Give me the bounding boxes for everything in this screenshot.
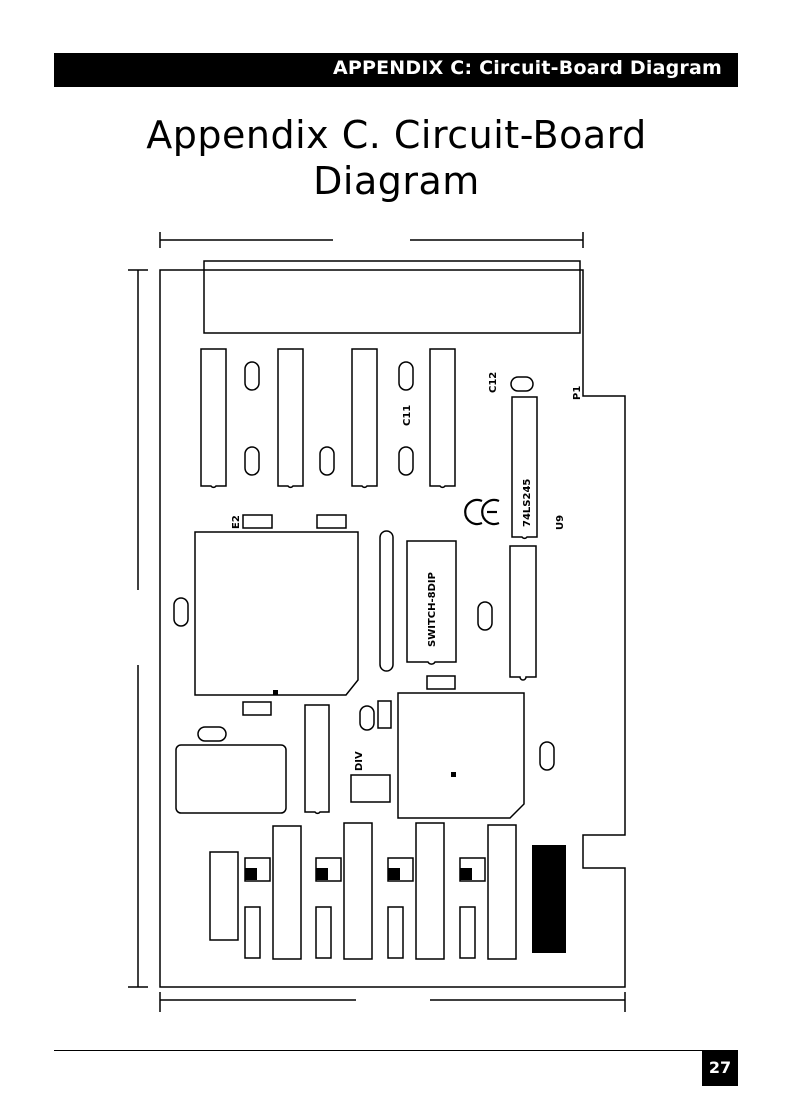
capacitor xyxy=(245,447,259,475)
switch-toggle xyxy=(245,868,257,880)
capacitor xyxy=(360,706,374,730)
plcc-chip-large xyxy=(195,532,358,695)
capacitor xyxy=(245,362,259,390)
port-group-3 xyxy=(388,823,444,959)
resistor-pad xyxy=(378,701,391,728)
capacitor-c11 xyxy=(399,362,413,390)
chip-div-adjacent xyxy=(305,705,329,813)
port-block-left xyxy=(210,852,238,940)
switch-toggle xyxy=(460,868,472,880)
port-group-4 xyxy=(460,825,516,959)
black-header-block xyxy=(532,845,566,953)
crystal xyxy=(380,531,393,671)
capacitor xyxy=(174,598,188,626)
switch-toggle xyxy=(316,868,328,880)
chip-2 xyxy=(278,349,303,487)
ce-mark xyxy=(465,500,499,524)
label-div: DIV xyxy=(354,751,365,771)
label-u9: U9 xyxy=(555,515,566,530)
switch-toggle xyxy=(388,868,400,880)
pin-1-marker xyxy=(273,690,278,695)
page-number: 27 xyxy=(702,1050,738,1086)
label-74ls245: 74LS245 xyxy=(522,479,533,527)
capacitor-c12 xyxy=(511,377,533,391)
chip-1 xyxy=(201,349,226,487)
label-p1: P1 xyxy=(572,386,583,400)
capacitor xyxy=(320,447,334,475)
port-group-2 xyxy=(316,823,372,959)
resistor-pad xyxy=(243,702,271,715)
chip-4 xyxy=(430,349,455,487)
bottom-dimension-line xyxy=(160,992,625,1012)
oscillator xyxy=(176,745,286,813)
label-c12: C12 xyxy=(488,372,499,393)
top-dimension-line xyxy=(160,232,583,248)
chip-3 xyxy=(352,349,377,487)
jumper-e2 xyxy=(243,515,272,528)
pin-1-marker xyxy=(451,772,456,777)
capacitor xyxy=(198,727,226,741)
jumper-div xyxy=(351,775,390,802)
chip-lower-right xyxy=(510,546,536,680)
resistor-pad xyxy=(317,515,346,528)
resistor-pad xyxy=(427,676,455,689)
footer-rule xyxy=(54,1050,738,1051)
plcc-chip-small xyxy=(398,693,524,818)
capacitor xyxy=(540,742,554,770)
port-group-1 xyxy=(245,826,301,959)
label-c11: C11 xyxy=(402,405,413,426)
connector-p1 xyxy=(204,261,580,333)
label-switch-8dip: SWITCH-8DIP xyxy=(427,572,438,647)
capacitor xyxy=(399,447,413,475)
capacitor xyxy=(478,602,492,630)
left-dimension-line xyxy=(128,270,148,987)
label-e2: E2 xyxy=(231,515,242,529)
